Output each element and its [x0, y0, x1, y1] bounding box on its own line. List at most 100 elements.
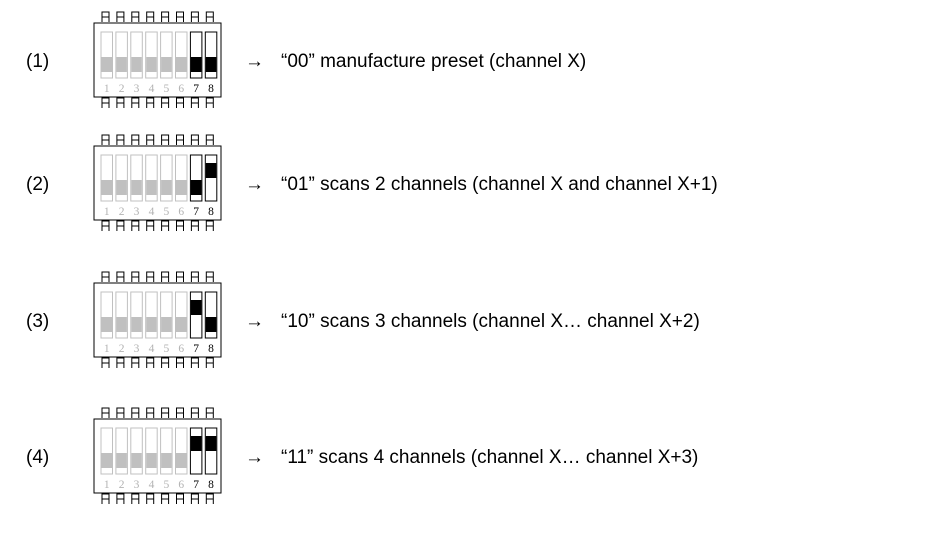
row-index-label: (3) — [26, 311, 49, 332]
switch-number: 2 — [119, 206, 125, 218]
switch-actuator — [205, 317, 217, 332]
bottom-pin — [176, 493, 184, 504]
switch-number: 8 — [208, 83, 214, 95]
top-pin — [101, 11, 110, 22]
dip-switch-8: 8 — [204, 427, 218, 491]
switch-number: 3 — [134, 83, 140, 95]
switch-slot — [204, 291, 218, 339]
switch-number: 2 — [119, 343, 125, 355]
switch-actuator — [146, 180, 157, 195]
dip-switch-8: 8 — [204, 31, 218, 95]
row-description: “00” manufacture preset (channel X) — [281, 51, 586, 72]
dip-switch-2: 2 — [115, 31, 128, 95]
switch-actuator — [116, 317, 127, 332]
bottom-pin — [146, 493, 155, 504]
row-index-label: (4) — [26, 447, 49, 468]
switch-actuator — [131, 317, 142, 332]
switch-slot — [130, 427, 143, 475]
switch-slot — [189, 154, 203, 202]
dip-switch-5: 5 — [160, 427, 173, 491]
bottom-pin — [116, 97, 125, 108]
row-index-label: (1) — [26, 51, 49, 72]
switch-slot — [189, 31, 203, 79]
top-pin — [190, 134, 199, 145]
switch-slot — [115, 427, 128, 475]
switch-actuator — [190, 436, 202, 451]
switch-slot — [115, 291, 128, 339]
switch-actuator — [161, 317, 172, 332]
top-pin — [176, 271, 184, 282]
dip-switch-4: 4 — [145, 31, 158, 95]
top-pin — [116, 11, 125, 22]
dip-switch-1: 1 — [100, 31, 113, 95]
switch-actuator — [146, 453, 157, 468]
switch-slot — [160, 154, 173, 202]
switch-actuator — [161, 57, 172, 72]
dip-switch-6: 6 — [175, 427, 188, 491]
dip-switch-6: 6 — [175, 291, 188, 355]
bottom-pin — [205, 493, 214, 504]
dip-switch-7: 7 — [189, 427, 203, 491]
row-description: “11” scans 4 channels (channel X… channe… — [281, 447, 698, 468]
switch-number: 5 — [163, 83, 169, 95]
top-pin — [161, 407, 170, 418]
switch-actuator — [116, 180, 127, 195]
switch-number: 7 — [193, 343, 199, 355]
switch-slot — [204, 31, 218, 79]
switch-actuator — [146, 57, 157, 72]
switch-slot — [130, 291, 143, 339]
switch-number: 1 — [104, 206, 110, 218]
switch-number: 8 — [208, 206, 214, 218]
switch-number: 4 — [149, 83, 155, 95]
switch-number: 8 — [208, 343, 214, 355]
top-pin — [131, 407, 140, 418]
dip-switch-1: 1 — [100, 427, 113, 491]
top-pin — [146, 407, 155, 418]
dip-switch-2: 2 — [115, 427, 128, 491]
top-pin — [131, 134, 140, 145]
switch-number: 5 — [163, 206, 169, 218]
top-pin — [131, 271, 140, 282]
switch-slot — [145, 31, 158, 79]
switch-slot — [100, 31, 113, 79]
switch-number: 7 — [193, 479, 199, 491]
switch-slot — [175, 31, 188, 79]
switch-slot — [100, 427, 113, 475]
switch-actuator — [131, 180, 142, 195]
dip-switch-7: 7 — [189, 31, 203, 95]
bottom-pin — [101, 220, 110, 231]
top-pin — [116, 134, 125, 145]
bottom-pin — [205, 357, 214, 368]
switch-number: 6 — [178, 206, 184, 218]
bottom-pin — [146, 97, 155, 108]
dip-switch-7: 7 — [189, 154, 203, 218]
switch-actuator — [101, 317, 112, 332]
dip-switch-1: 1 — [100, 154, 113, 218]
top-pin — [101, 271, 110, 282]
switch-actuator — [161, 180, 172, 195]
bottom-pin — [161, 220, 170, 231]
top-pin — [161, 134, 170, 145]
dip-switch-5: 5 — [160, 31, 173, 95]
dip-switch-4: 4 — [145, 291, 158, 355]
top-pin — [190, 271, 199, 282]
switch-actuator — [176, 57, 187, 72]
switch-actuator — [190, 180, 202, 195]
bottom-pin — [190, 97, 199, 108]
switch-actuator — [161, 453, 172, 468]
switch-number: 5 — [163, 343, 169, 355]
switch-slot — [130, 31, 143, 79]
switch-slot — [175, 291, 188, 339]
dip-switch-5: 5 — [160, 154, 173, 218]
switch-actuator — [190, 300, 202, 315]
top-pin — [205, 271, 214, 282]
switch-number: 5 — [163, 479, 169, 491]
switch-number: 6 — [178, 83, 184, 95]
dip-switch-2: 2 — [115, 291, 128, 355]
switch-slot — [145, 291, 158, 339]
bottom-pin — [131, 357, 140, 368]
switch-actuator — [176, 180, 187, 195]
top-pin — [190, 407, 199, 418]
switch-actuator — [131, 57, 142, 72]
